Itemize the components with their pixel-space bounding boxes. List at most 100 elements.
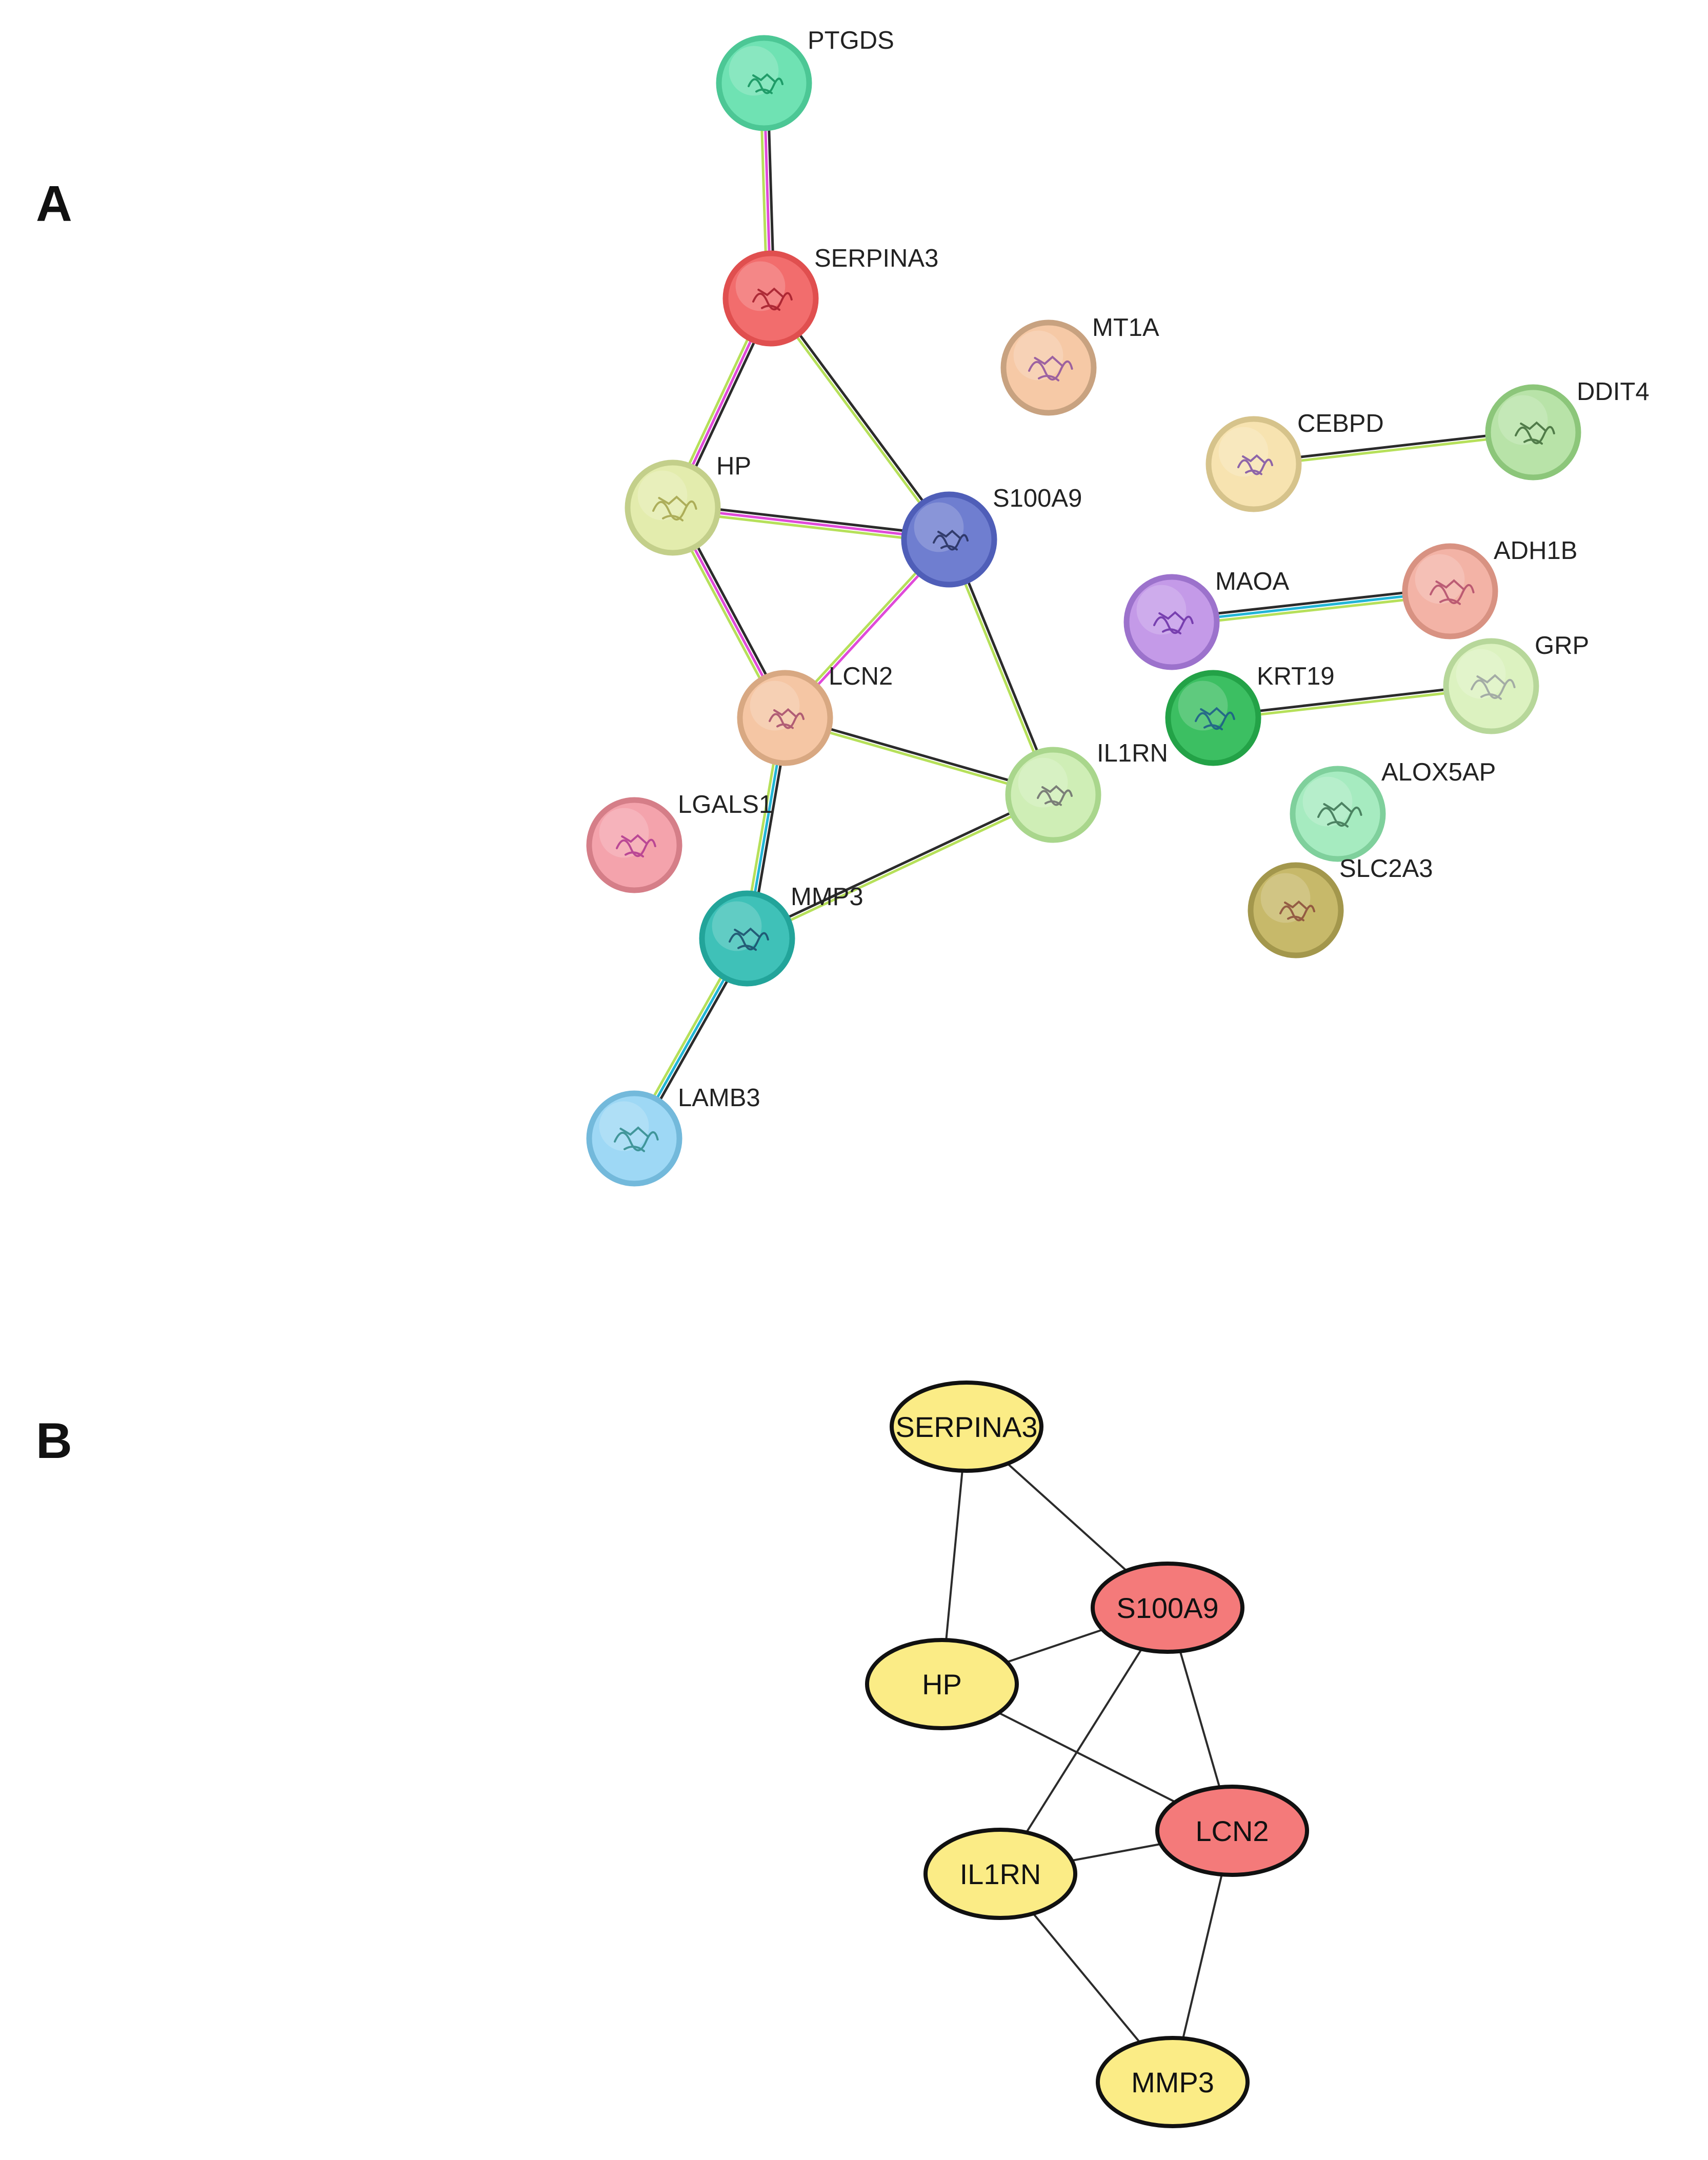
string-node-ptgds[interactable]: PTGDS [716, 27, 894, 131]
string-node-label: HP [716, 452, 751, 480]
string-node-cebpd[interactable]: CEBPD [1205, 410, 1384, 512]
string-node-mt1a[interactable]: MT1A [1000, 314, 1159, 416]
protein-loop-path [1038, 375, 1059, 382]
hub-node-serpina3[interactable]: SERPINA3 [890, 1381, 1043, 1473]
hub-node-s100a9[interactable]: S100A9 [1091, 1562, 1244, 1654]
string-node-circle [1443, 638, 1539, 734]
hub-node-label: HP [922, 1668, 962, 1701]
string-node-highlight [1415, 554, 1465, 604]
protein-helix-path [1195, 711, 1235, 730]
hub-edge-il1rn-mmp3 [1032, 1913, 1141, 2043]
string-edge-mmp3-il1rn [745, 792, 1055, 942]
string-node-label: SLC2A3 [1339, 855, 1433, 883]
hub-edge-lcn2-mmp3 [1182, 1874, 1223, 2039]
protein-structure-icon [1515, 421, 1555, 445]
protein-loop-path [1439, 598, 1461, 605]
protein-structure-icon [1430, 579, 1475, 605]
protein-loop-path [625, 851, 644, 858]
protein-structure-icon [1195, 707, 1235, 731]
protein-strand-path [1158, 611, 1185, 622]
string-node-label: MMP3 [791, 883, 863, 911]
hub-node-mmp3[interactable]: MMP3 [1096, 2036, 1250, 2128]
protein-helix-path [1471, 678, 1516, 699]
protein-loop-path [1523, 438, 1543, 445]
string-node-highlight [1018, 757, 1068, 808]
protein-structure-icon [652, 495, 697, 522]
hub-node-ellipse [890, 1381, 1043, 1473]
string-node-circle [586, 1090, 682, 1187]
protein-strand-path [1034, 355, 1063, 367]
hub-node-lcn2[interactable]: LCN2 [1155, 1785, 1309, 1877]
protein-loop-path [1245, 469, 1262, 475]
protein-loop-path [662, 515, 684, 522]
string-node-slc2a3[interactable]: SLC2A3 [1248, 855, 1433, 958]
string-node-highlight [750, 681, 800, 731]
string-node-highlight [1456, 649, 1506, 699]
string-node-highlight [735, 261, 786, 311]
hub-edge-serpina3-s100a9 [1007, 1463, 1128, 1572]
string-node-circle [1485, 384, 1581, 481]
string-node-mmp3[interactable]: MMP3 [699, 883, 863, 987]
string-node-label: GRP [1535, 632, 1589, 659]
string-node-label: CEBPD [1297, 410, 1384, 437]
string-node-s100a9[interactable]: S100A9 [901, 485, 1082, 588]
string-node-highlight [1260, 873, 1311, 923]
hub-edge-hp-s100a9 [1006, 1628, 1103, 1664]
hub-node-ellipse [1155, 1785, 1309, 1877]
hub-edge-serpina3-hp [945, 1470, 963, 1641]
string-node-adh1b[interactable]: ADH1B [1402, 537, 1577, 639]
hub-node-ellipse [1091, 1562, 1244, 1654]
string-node-alox5ap[interactable]: ALOX5AP [1290, 758, 1496, 862]
string-node-maoa[interactable]: MAOA [1123, 568, 1290, 670]
protein-strand-path [937, 529, 961, 539]
hub-node-label: MMP3 [1131, 2066, 1214, 2098]
string-node-ddit4[interactable]: DDIT4 [1485, 378, 1650, 481]
string-node-circle [586, 797, 682, 893]
string-node-label: LGALS1 [678, 791, 773, 818]
protein-structure-icon [1037, 785, 1073, 806]
string-node-lamb3[interactable]: LAMB3 [586, 1084, 760, 1187]
protein-helix-path [1515, 426, 1555, 445]
protein-structure-icon [1237, 454, 1273, 475]
protein-structure-icon [933, 529, 969, 551]
string-node-circle [1248, 862, 1344, 958]
string-node-label: KRT19 [1257, 663, 1335, 690]
protein-strand-path [1284, 900, 1308, 910]
hub-node-hp[interactable]: HP [865, 1638, 1019, 1730]
string-node-highlight [1302, 776, 1353, 827]
protein-loop-path [776, 723, 794, 729]
protein-structure-icon [614, 1126, 659, 1152]
protein-helix-path [748, 77, 783, 94]
protein-strand-path [734, 927, 760, 938]
protein-helix-path [1037, 789, 1073, 806]
string-node-il1rn[interactable]: IL1RN [1005, 739, 1168, 843]
hub-node-ellipse [865, 1638, 1019, 1730]
protein-loop-path [1203, 724, 1223, 731]
string-node-label: S100A9 [993, 485, 1082, 512]
panel-a-letter: A [36, 175, 72, 232]
protein-structure-icon [1317, 802, 1362, 828]
protein-strand-path [773, 708, 797, 717]
string-node-circle [716, 35, 812, 131]
protein-loop-path [624, 1146, 645, 1152]
string-node-lgals1[interactable]: LGALS1 [586, 791, 773, 893]
protein-structure-icon [616, 834, 656, 858]
string-node-circle [1205, 416, 1302, 512]
string-node-krt19[interactable]: KRT19 [1165, 663, 1335, 766]
string-node-lcn2[interactable]: LCN2 [737, 663, 893, 766]
string-node-label: ALOX5AP [1381, 758, 1496, 786]
protein-structure-icon [769, 708, 805, 729]
string-node-hp[interactable]: HP [625, 452, 751, 556]
string-node-circle [1290, 766, 1386, 862]
string-node-serpina3[interactable]: SERPINA3 [722, 245, 938, 347]
string-node-circle [1000, 319, 1097, 416]
string-node-highlight [1218, 427, 1269, 477]
string-node-grp[interactable]: GRP [1443, 632, 1589, 734]
protein-helix-path [1279, 905, 1315, 922]
protein-structure-icon [752, 287, 793, 311]
protein-loop-path [1480, 693, 1502, 700]
hub-node-il1rn[interactable]: IL1RN [923, 1828, 1077, 1920]
protein-helix-path [1237, 458, 1273, 475]
